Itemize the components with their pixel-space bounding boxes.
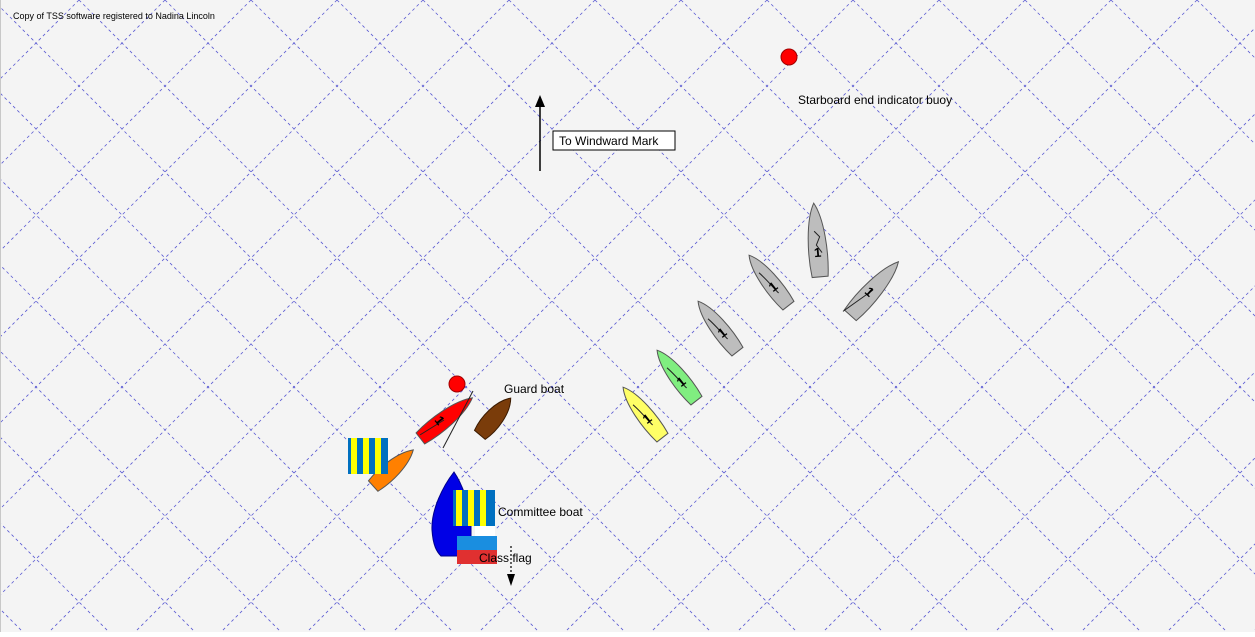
grid-line — [79, 0, 711, 632]
starboard-buoy — [781, 49, 797, 65]
grid-line — [1, 0, 165, 632]
orange-boat-flag — [348, 438, 388, 474]
boat-number: 1 — [813, 245, 822, 261]
grid-line — [1, 0, 367, 632]
grey-boat-middle: 1 — [691, 296, 744, 357]
class-flag — [457, 536, 497, 550]
windward-arrow — [535, 95, 545, 171]
grid-line — [1, 0, 195, 632]
grid-line — [1, 0, 23, 632]
grid-line — [651, 0, 1255, 632]
grey-boat-upper: 1 — [742, 250, 795, 311]
green-boat: 1 — [650, 345, 703, 406]
grid-line — [1, 0, 423, 632]
grid-line — [1, 0, 595, 632]
grid-line — [221, 0, 853, 632]
class-flag-label: Class flag — [479, 551, 532, 565]
grid-line — [1, 0, 453, 632]
grid-line — [1025, 0, 1255, 632]
guard-boat-label: Guard boat — [504, 382, 565, 396]
port-end-buoy — [449, 376, 465, 392]
grid-line — [1, 0, 251, 632]
grid-line — [1111, 0, 1255, 632]
guard-boat — [473, 392, 518, 441]
starboard-buoy-label: Starboard end indicator buoy — [798, 93, 952, 107]
windward-label: To Windward Mark — [559, 134, 659, 148]
grid-line — [909, 0, 1255, 632]
grid-line — [1, 0, 79, 632]
grey-boat-right: 1 — [842, 256, 905, 323]
grid-line — [1167, 0, 1255, 632]
grid-line — [1, 0, 281, 632]
grid-line — [251, 0, 883, 632]
grid-line — [939, 0, 1255, 632]
yellow-boat: 1 — [616, 382, 669, 443]
grid-line — [479, 0, 1111, 632]
grid-line — [1, 0, 625, 632]
committee-boat-label: Committee boat — [498, 505, 583, 519]
grid-line — [49, 0, 681, 632]
grid-line — [1, 0, 109, 632]
grid-line — [1, 0, 337, 632]
grid-line — [1081, 0, 1255, 632]
grid-line — [423, 0, 1055, 632]
registration-text: Copy of TSS software registered to Nadin… — [13, 11, 215, 21]
